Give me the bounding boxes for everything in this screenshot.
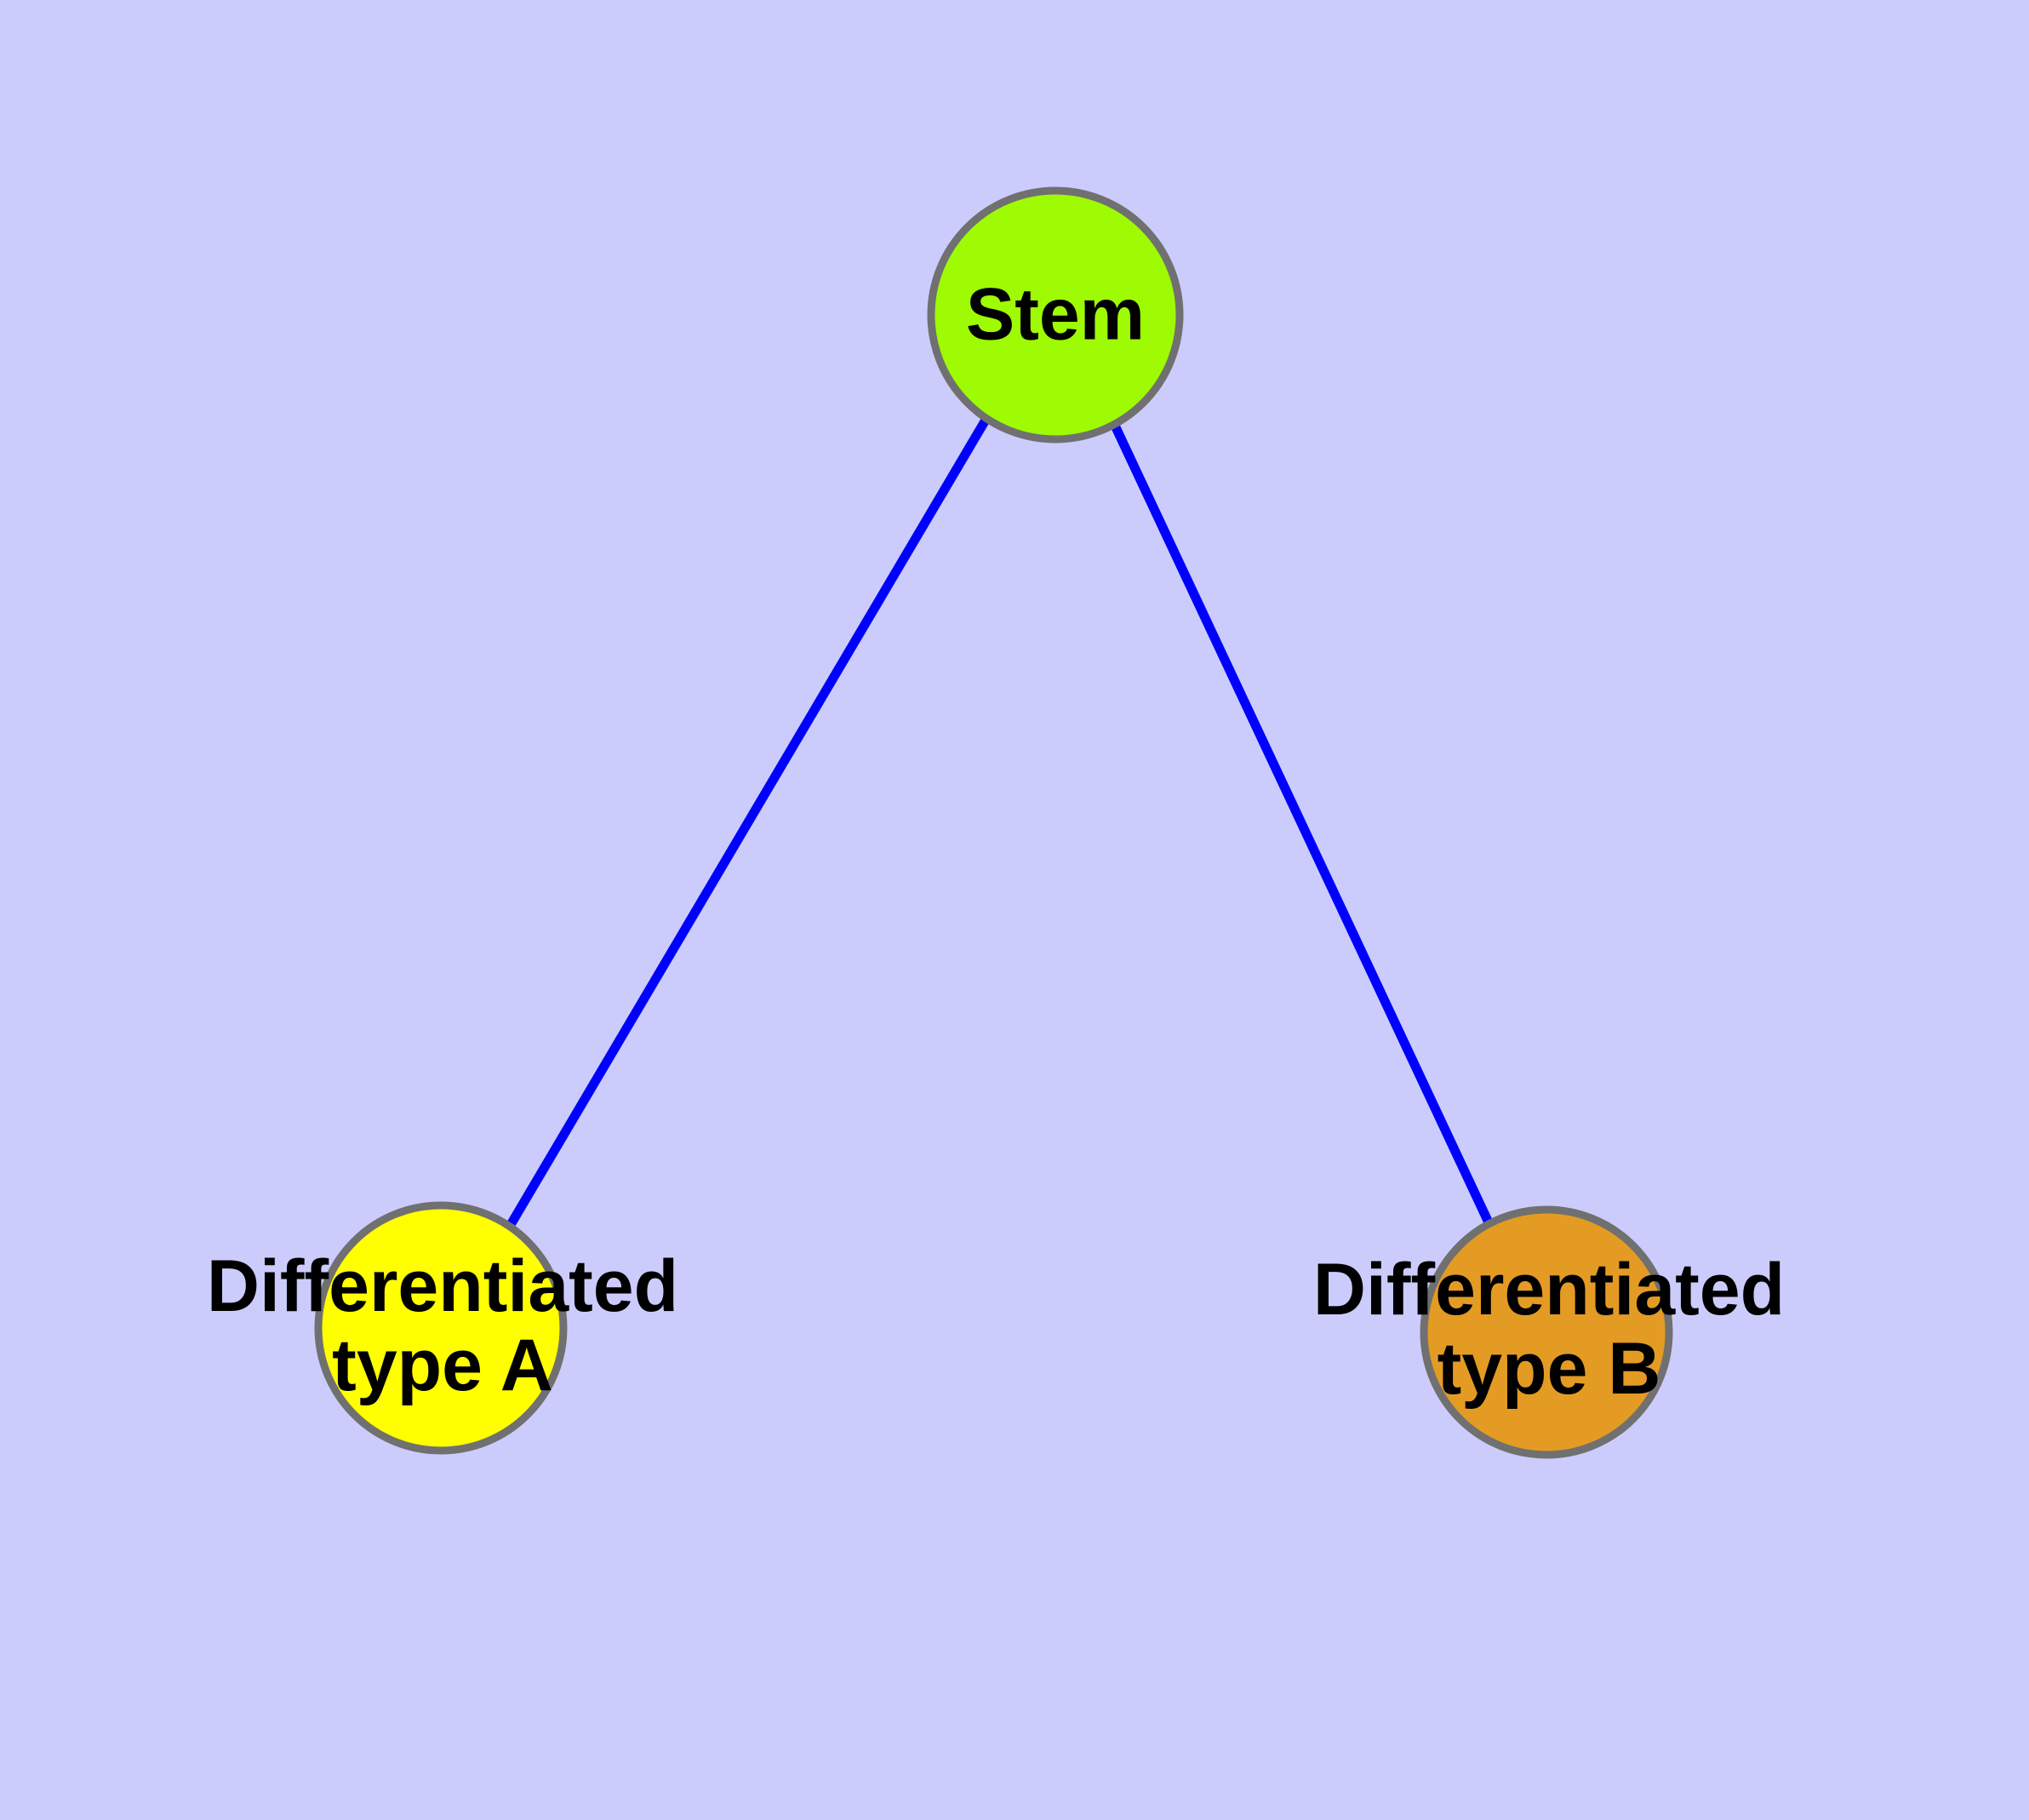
edge-stem-to-diff-a[interactable] [507,419,989,1226]
node-diff-b-circle[interactable] [1420,1205,1673,1459]
node-stem-circle[interactable] [927,186,1184,444]
edge-stem-to-diff-b[interactable] [1112,425,1493,1225]
node-diff-a-circle[interactable] [314,1201,568,1455]
edge-layer [507,419,1493,1226]
node-layer [314,186,1673,1459]
